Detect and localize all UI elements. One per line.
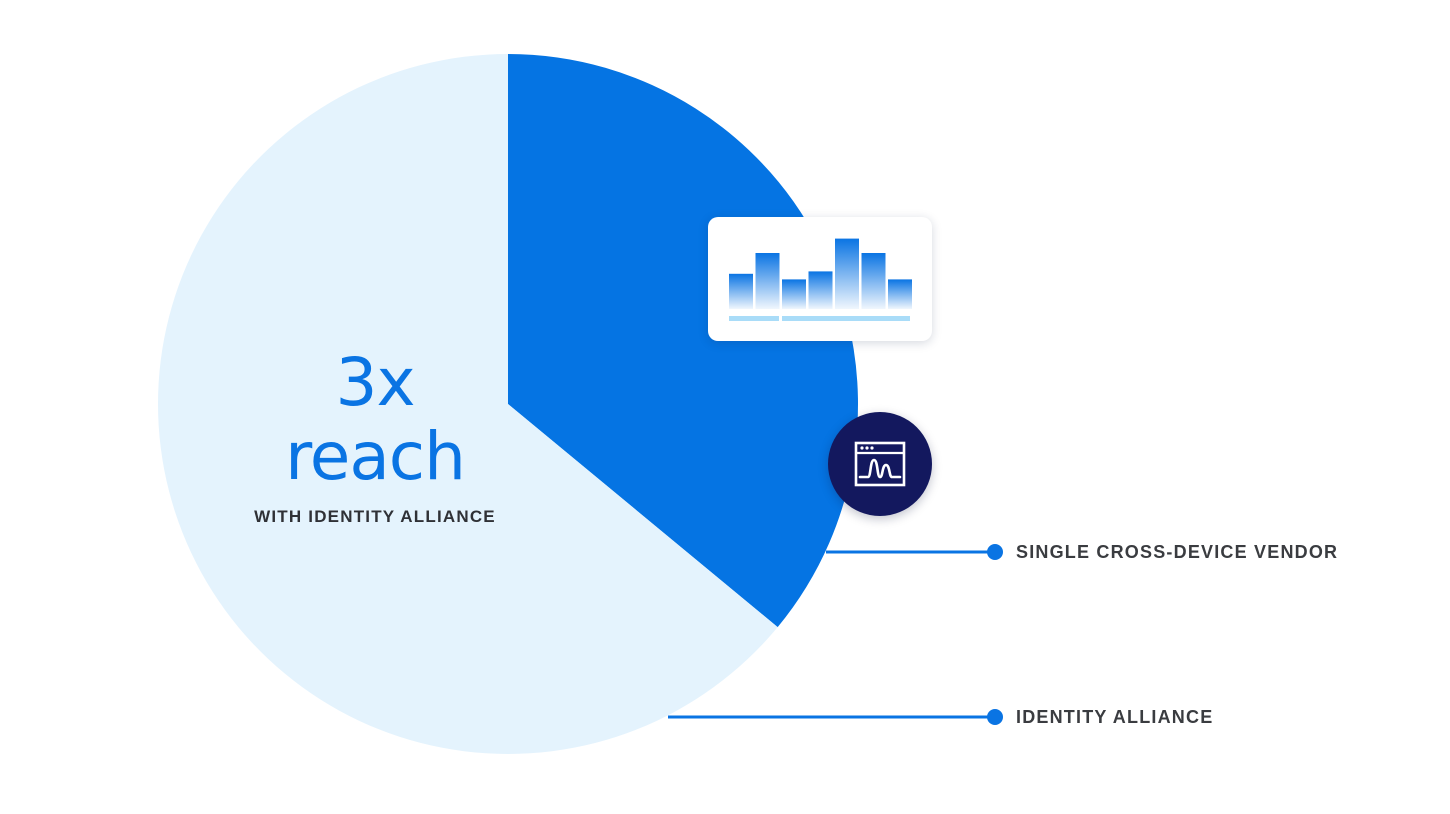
legend-label-identity-alliance: IDENTITY ALLIANCE [1016, 707, 1214, 727]
bar-chart-card-icon [729, 238, 912, 321]
mini-bar-4 [835, 238, 859, 309]
mini-bar-5 [861, 253, 886, 309]
analytics-window-icon [854, 441, 906, 487]
pie-slice-single-cross-device-vendor [508, 54, 858, 628]
mini-bar-6 [888, 279, 912, 309]
mini-baseline-right [782, 316, 910, 321]
legend-marker-dot-0 [987, 544, 1003, 560]
mini-bar-1 [755, 253, 780, 309]
mini-bars [729, 238, 912, 309]
stat-block: 3x reach WITH IDENTITY ALLIANCE [220, 345, 530, 527]
pie-slice-identity-alliance [157, 54, 778, 754]
stat-caption: WITH IDENTITY ALLIANCE [254, 507, 496, 526]
stat-unit: reach [285, 418, 466, 495]
legend-marker-dot-1 [987, 709, 1003, 725]
pie-slices [157, 54, 858, 754]
analytics-badge [828, 412, 932, 516]
mini-bar-0 [729, 273, 753, 309]
mini-baseline-left [729, 316, 779, 321]
mini-bar-2 [782, 279, 806, 309]
stat-value: 3x [335, 344, 415, 421]
bar-chart-card [708, 217, 932, 341]
legend-leader-lines [668, 544, 1003, 725]
mini-bar-3 [808, 271, 833, 309]
legend-label-single-cross-device-vendor: SINGLE CROSS-DEVICE VENDOR [1016, 542, 1339, 562]
